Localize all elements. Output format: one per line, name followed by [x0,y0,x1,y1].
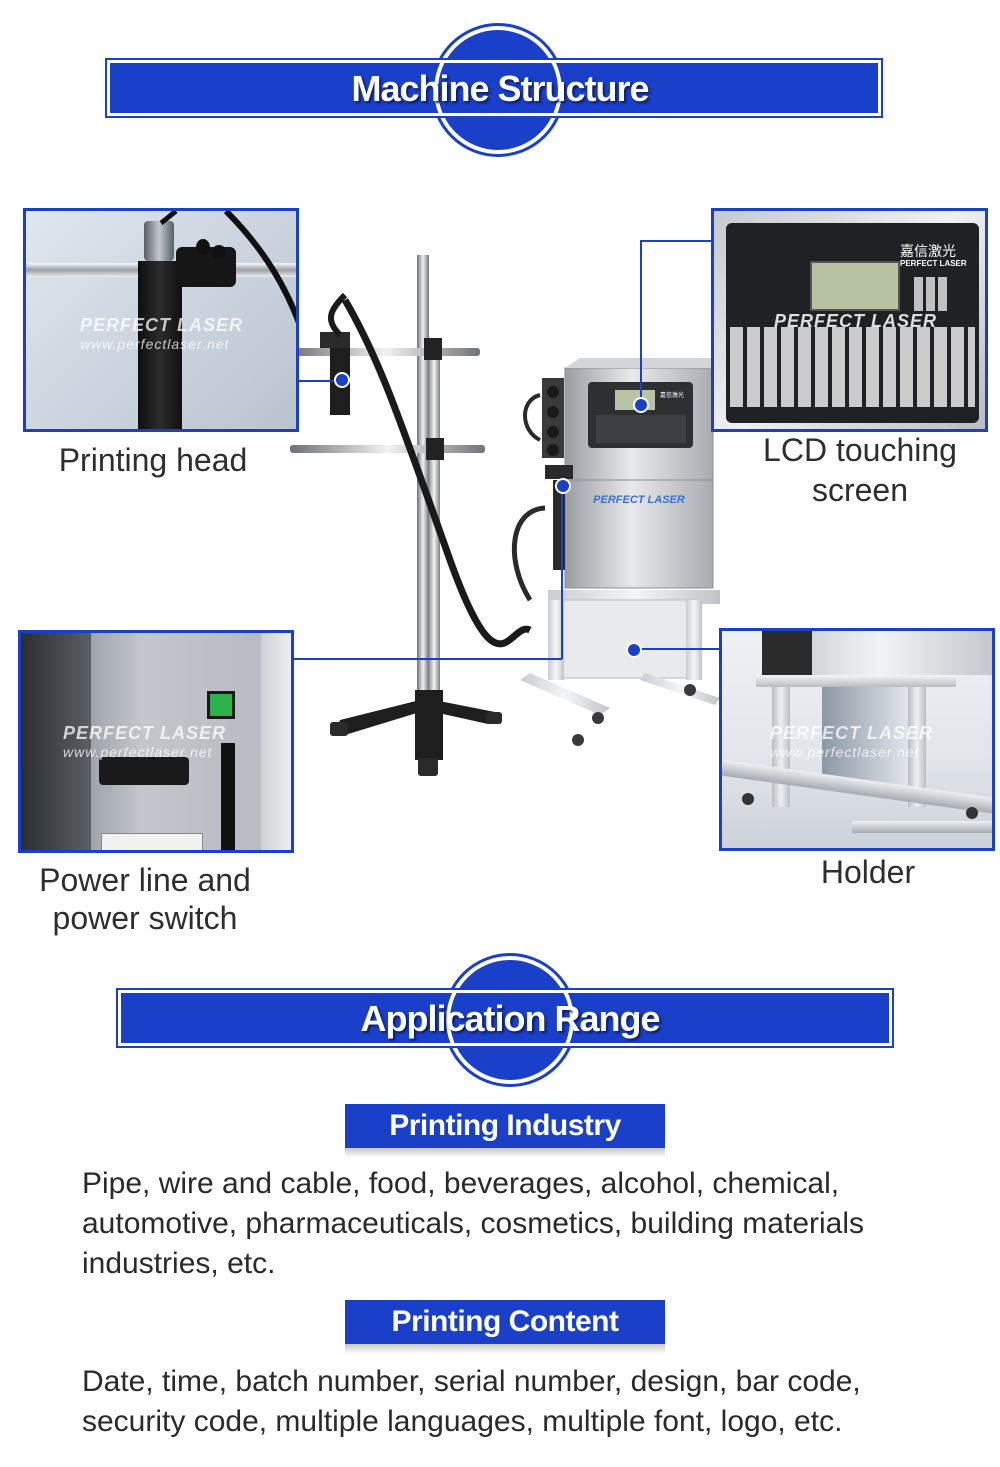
banner-circle [443,953,577,1087]
watermark: PERFECT LASER www.perfectlaser.net [63,723,226,760]
printing-content-heading: Printing Content [345,1300,665,1344]
heading-shadow [345,1148,665,1158]
printing-head-photo: PERFECT LASER www.perfectlaser.net [23,208,299,432]
label-lcd-line2: screen [811,472,909,508]
machine-structure-banner: Machine Structure [0,18,1000,157]
watermark-brand: PERFECT LASER [774,311,938,331]
connector-dot [633,397,649,413]
connector-printing-head [299,380,341,382]
connector-holder [636,648,720,650]
connector-dot [626,642,642,658]
watermark: PERFECT LASER www.perfectlaser.net [770,723,933,760]
connector-dot [555,478,571,494]
label-power-line2: power switch [52,900,238,936]
watermark-url: www.perfectlaser.net [770,744,920,760]
machine-illustration: 嘉信激光 PERFECT LASER [290,255,720,776]
printing-industry-heading: Printing Industry [345,1104,665,1148]
section-title-machine-structure: Machine Structure [351,68,649,109]
lcd-brand-en: PERFECT LASER [900,259,967,268]
lcd-keyboard [730,327,975,407]
label-power-line1: Power line and [39,862,251,898]
printing-content-text: Date, time, batch number, serial number,… [82,1365,861,1438]
banner-bar-overlay [116,988,894,1048]
printing-industry-text: Pipe, wire and cable, food, beverages, a… [82,1167,865,1280]
banner-bar-overlay [105,58,883,118]
watermark-url: www.perfectlaser.net [63,744,213,760]
connector-dot [334,372,350,388]
watermark-brand: PERFECT LASER [63,723,227,743]
application-range-banner: Application Range [0,948,1000,1087]
lcd-screen-photo: 嘉信激光 PERFECT LASER PERFECT LASER [711,208,988,432]
connector-power-h [294,658,562,660]
watermark-brand: PERFECT LASER [770,723,934,743]
label-lcd-line1: LCD touching [763,432,957,468]
lcd-brand-cn: 嘉信激光 [900,244,956,260]
connector-lcd-h [640,240,711,242]
watermark-url: www.perfectlaser.net [80,336,230,352]
label-holder: Holder [820,854,916,890]
banner-circle [431,23,565,157]
watermark-brand: PERFECT LASER [80,315,244,335]
power-switch-photo: PERFECT LASER www.perfectlaser.net [18,630,294,853]
holder-photo: PERFECT LASER www.perfectlaser.net [719,628,995,851]
connector-power-v [561,484,563,659]
connector-lcd-v [640,240,642,402]
heading-shadow [345,1344,665,1354]
section-title-application-range: Application Range [360,998,660,1039]
screen-brand-cn: 嘉信激光 [660,391,684,399]
label-printing-head: Printing head [58,442,248,478]
watermark: PERFECT LASER [774,311,937,332]
watermark: PERFECT LASER www.perfectlaser.net [80,315,243,352]
cabinet-brand: PERFECT LASER [593,494,685,506]
